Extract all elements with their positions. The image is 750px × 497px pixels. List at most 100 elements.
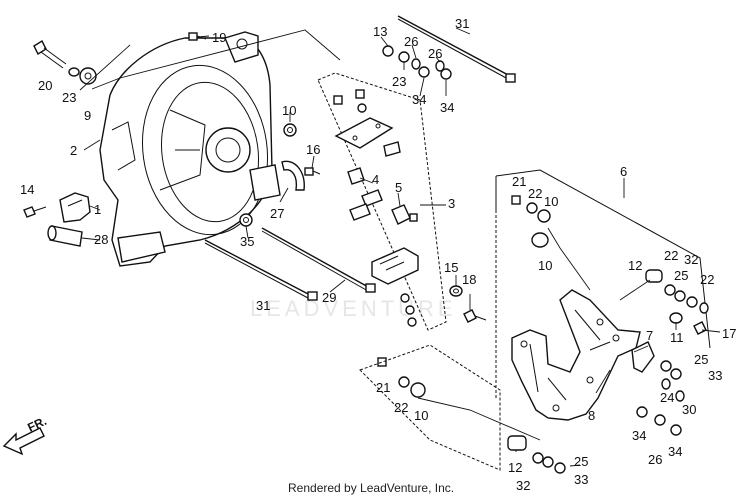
callout-22: 22	[528, 186, 542, 201]
callout-9: 9	[84, 108, 91, 123]
callout-12: 12	[628, 258, 642, 273]
callout-34-c: 34	[632, 428, 646, 443]
callout-25: 25	[674, 268, 688, 283]
callout-32-b: 32	[516, 478, 530, 493]
subassembly-box-part-3	[317, 72, 447, 331]
screw-part-15	[449, 285, 463, 297]
callout-labels: 19 20 23 9 2 14 1 28 10 16 27 35 31 29 3…	[20, 16, 736, 493]
callout-14: 14	[20, 182, 34, 197]
part-26-upper	[411, 58, 421, 70]
callout-32: 32	[684, 252, 698, 267]
callout-7: 7	[646, 328, 653, 343]
nut-part-34-left	[636, 406, 648, 418]
callout-13: 13	[373, 24, 387, 39]
callout-17: 17	[722, 326, 736, 341]
spacer-part-12-upper	[645, 269, 663, 283]
washer-part-30	[675, 390, 685, 402]
callout-11: 11	[670, 330, 684, 345]
washer-part-35	[239, 213, 253, 227]
callout-24: 24	[660, 390, 674, 405]
clamp-part-1	[59, 192, 91, 223]
footer-credit: Rendered by LeadVenture, Inc.	[288, 481, 454, 495]
nut-part-10-upper	[283, 123, 297, 137]
callout-35: 35	[240, 234, 254, 249]
washer-part-23	[68, 67, 80, 77]
guide-box-lower	[359, 344, 501, 471]
washer-part-32-right	[686, 296, 698, 308]
washer-part-24	[661, 378, 671, 390]
washer-part-25-right	[674, 290, 686, 302]
callout-18: 18	[462, 272, 476, 287]
callout-10-b: 10	[544, 194, 558, 209]
nut-part-33-bottom	[554, 462, 566, 474]
callout-19: 19	[212, 30, 226, 45]
callout-20: 20	[38, 78, 52, 93]
washer-part-22-lower	[398, 376, 410, 388]
part-26-upper-b	[435, 60, 445, 72]
part-23-upper	[398, 51, 410, 63]
washer-part-22-right-b	[699, 302, 709, 314]
callout-27: 27	[270, 206, 284, 221]
through-bolt-part-29	[261, 227, 376, 293]
callout-29: 29	[322, 290, 336, 305]
callout-34-b: 34	[440, 100, 454, 115]
callout-22-b: 22	[664, 248, 678, 263]
callout-12-b: 12	[508, 460, 522, 475]
watermark: LEADVENTURE	[250, 296, 457, 321]
callout-34: 34	[412, 92, 426, 107]
callout-33: 33	[708, 368, 722, 383]
callout-3: 3	[448, 196, 455, 211]
washer-part-32-lower	[532, 452, 544, 464]
screw-part-19	[188, 32, 207, 41]
callout-31-lower: 31	[256, 298, 270, 313]
collar-part-9	[79, 67, 97, 85]
front-direction-arrow: FR.	[2, 414, 49, 456]
callout-10-d: 10	[414, 408, 428, 423]
nut-part-34-right	[670, 424, 682, 436]
callout-25-b: 25	[694, 352, 708, 367]
bracket-plate-part-8	[511, 289, 641, 421]
washer-part-22-upper	[526, 202, 538, 214]
callout-31-upper: 31	[455, 16, 469, 31]
callout-26-b: 26	[428, 46, 442, 61]
leader-lines	[79, 27, 721, 467]
wire-part-27	[281, 160, 305, 191]
through-bolt-part-31-upper	[397, 15, 516, 83]
direction-label: FR.	[25, 414, 48, 435]
right-fasteners	[377, 195, 709, 474]
bolt-part-14	[23, 206, 47, 218]
bracket-part-7	[631, 341, 655, 373]
sleeve-part-28	[47, 225, 83, 247]
part-34-upper	[418, 66, 430, 78]
washer-part-25-lower	[660, 360, 672, 372]
through-bolt-part-31-lower	[204, 239, 318, 301]
callout-33-b: 33	[574, 472, 588, 487]
collar-part-10-lower	[410, 382, 426, 398]
callout-26-c: 26	[648, 452, 662, 467]
housing-part-2	[99, 31, 281, 267]
callout-30: 30	[682, 402, 696, 417]
callout-15: 15	[444, 260, 458, 275]
collar-part-10-mid	[531, 232, 549, 248]
screw-part-16	[304, 167, 321, 176]
callout-4: 4	[372, 172, 379, 187]
screw-part-21-upper	[511, 195, 521, 205]
screw-part-21-lower	[377, 357, 387, 367]
callout-25-c: 25	[574, 454, 588, 469]
callout-6: 6	[620, 164, 627, 179]
washer-stack-upper	[382, 45, 452, 80]
washer-part-22-right	[664, 284, 676, 296]
callout-21: 21	[512, 174, 526, 189]
screw-part-17	[693, 321, 707, 335]
callout-1: 1	[94, 202, 101, 217]
callout-34-d: 34	[668, 444, 682, 459]
callout-5: 5	[395, 180, 402, 195]
washer-part-25-bottom	[542, 456, 554, 468]
screw-part-18	[463, 309, 487, 323]
callout-8: 8	[588, 408, 595, 423]
callout-26: 26	[404, 34, 418, 49]
callout-10: 10	[282, 103, 296, 118]
collar-part-10-upper	[537, 209, 551, 223]
